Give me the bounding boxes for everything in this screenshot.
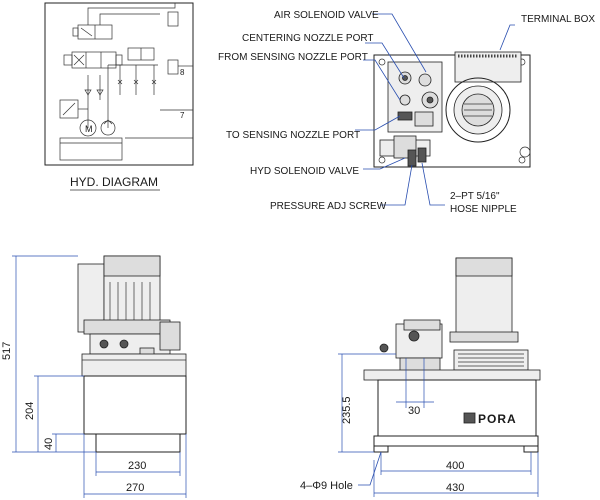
front-tank: [377, 379, 537, 437]
side-overall-width-dim: 270: [126, 482, 144, 494]
hole-pitch-dim: 400: [446, 460, 464, 472]
air-solenoid-valve-label: AIR SOLENOID VALVE: [274, 10, 379, 21]
hyd-diagram-caption: HYD. DIAGRAM: [70, 175, 158, 189]
tank-height-dim: 204: [24, 402, 36, 420]
hyd-solenoid-valve-label: HYD SOLENOID VALVE: [250, 166, 359, 177]
port-height-dim: 235.5: [341, 396, 353, 424]
base-height-dim: 40: [43, 438, 55, 450]
motor-top-outer: [445, 77, 511, 143]
centering-nozzle-port-label: CENTERING NOZZLE PORT: [242, 33, 374, 44]
base-width-dim: 230: [128, 460, 146, 472]
from-sensing-nozzle-port-label: FROM SENSING NOZZLE PORT: [218, 52, 368, 63]
svg-text:M: M: [85, 124, 93, 134]
front-cooler: [453, 349, 529, 371]
brand-logo-icon: [463, 412, 476, 424]
front-view: PORA 235.5 30 400 430 4–Φ9 Hole: [300, 257, 541, 497]
pressure-adj-screw-label: PRESSURE ADJ SCREW: [270, 201, 387, 212]
to-sensing-nozzle-port-label: TO SENSING NOZZLE PORT: [226, 130, 360, 141]
side-view: 517 204 40 230 270: [1, 255, 187, 498]
side-top-plate: [81, 353, 187, 377]
ref-number-8: 8: [180, 68, 185, 77]
hole-callout: 4–Φ9 Hole: [300, 480, 353, 492]
hose-nipple-label: HOSE NIPPLE: [450, 204, 517, 215]
motor-symbol: [79, 119, 97, 137]
ref-number-7: 7: [180, 111, 185, 120]
front-overall-width-dim: 430: [446, 482, 464, 494]
pressure-screw-shape: [407, 149, 417, 167]
terminal-box-label: TERMINAL BOX: [521, 14, 595, 25]
front-top-plate: [363, 369, 541, 381]
tank-symbol: [59, 137, 123, 161]
side-base: [95, 433, 181, 453]
hyd-diagram: M 8 7 HYD. DIAGRAM: [44, 2, 194, 191]
side-tank: [83, 375, 187, 435]
front-base: [373, 435, 539, 447]
hyd-diagram-frame: [44, 2, 194, 166]
top-view: AIR SOLENOID VALVE TERMINAL BOX CENTERIN…: [218, 10, 595, 215]
overall-height-dim: 517: [1, 342, 13, 360]
pump-symbol: [100, 120, 116, 136]
brand-name: PORA: [478, 412, 517, 426]
hose-nipple-size-label: 2–PT 5/16": [450, 191, 500, 202]
port-spacing-dim: 30: [408, 405, 420, 417]
top-plate: [373, 54, 531, 168]
